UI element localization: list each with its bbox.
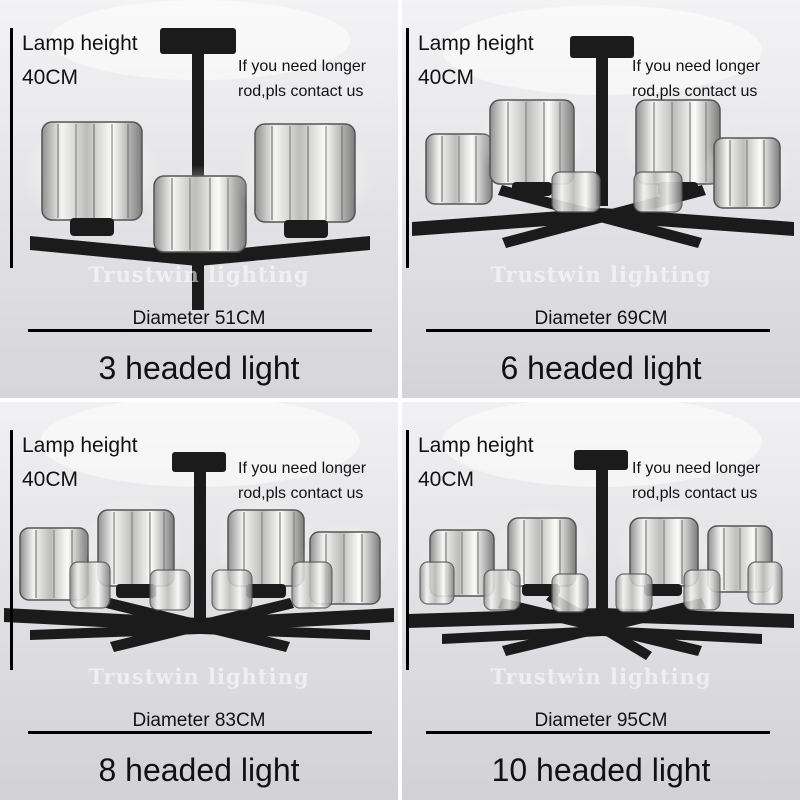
panel-10-headed: Trustwin lighting Lamp height 40CM If yo…	[402, 402, 800, 800]
lamp-height-label: Lamp height	[418, 32, 534, 55]
panel-title: 10 headed light	[491, 752, 711, 788]
diameter-indicator-line	[28, 329, 372, 332]
diameter-indicator-line	[426, 329, 770, 332]
panel-6-headed: Trustwin lighting Lamp height 40CM If yo…	[402, 0, 800, 398]
watermark: Trustwin lighting	[490, 262, 712, 287]
lamp-height-label: Lamp height	[418, 434, 534, 457]
diameter-label: Diameter 69CM	[534, 308, 668, 329]
lamp-height-value: 40CM	[22, 66, 79, 89]
diameter-label: Diameter 95CM	[534, 710, 668, 731]
height-indicator-line	[406, 28, 409, 268]
rod-note-line2: rod,pls contact us	[238, 83, 364, 100]
rod-note-line1: If you need longer	[238, 58, 367, 75]
panel-title: 8 headed light	[98, 752, 300, 788]
height-indicator-line	[10, 28, 13, 268]
height-indicator-line	[10, 430, 13, 670]
lamp-height-label: Lamp height	[22, 32, 138, 55]
diameter-label: Diameter 83CM	[132, 710, 266, 731]
diameter-indicator-line	[426, 731, 770, 734]
panel-3-headed: Trustwin lighting Lamp height 40CM If yo…	[0, 0, 398, 398]
diameter-label: Diameter 51CM	[132, 308, 266, 329]
height-indicator-line	[406, 430, 409, 670]
rod-note-line2: rod,pls contact us	[632, 485, 758, 502]
watermark: Trustwin lighting	[88, 262, 310, 287]
lamp-height-value: 40CM	[22, 468, 79, 491]
diameter-indicator-line	[28, 731, 372, 734]
rod-note-line1: If you need longer	[632, 460, 761, 477]
watermark: Trustwin lighting	[490, 664, 712, 689]
rod-note-line1: If you need longer	[632, 58, 761, 75]
rod-note-line2: rod,pls contact us	[238, 485, 364, 502]
lamp-height-value: 40CM	[418, 66, 475, 89]
rod-note-line2: rod,pls contact us	[632, 83, 758, 100]
watermark: Trustwin lighting	[88, 664, 310, 689]
panel-8-headed: Trustwin lighting Lamp height 40CM If yo…	[0, 402, 398, 800]
chandelier-photo-3	[0, 0, 398, 398]
lamp-height-label: Lamp height	[22, 434, 138, 457]
rod-note-line1: If you need longer	[238, 460, 367, 477]
panel-title: 6 headed light	[500, 350, 702, 386]
panel-title: 3 headed light	[98, 350, 300, 386]
lamp-height-value: 40CM	[418, 468, 475, 491]
